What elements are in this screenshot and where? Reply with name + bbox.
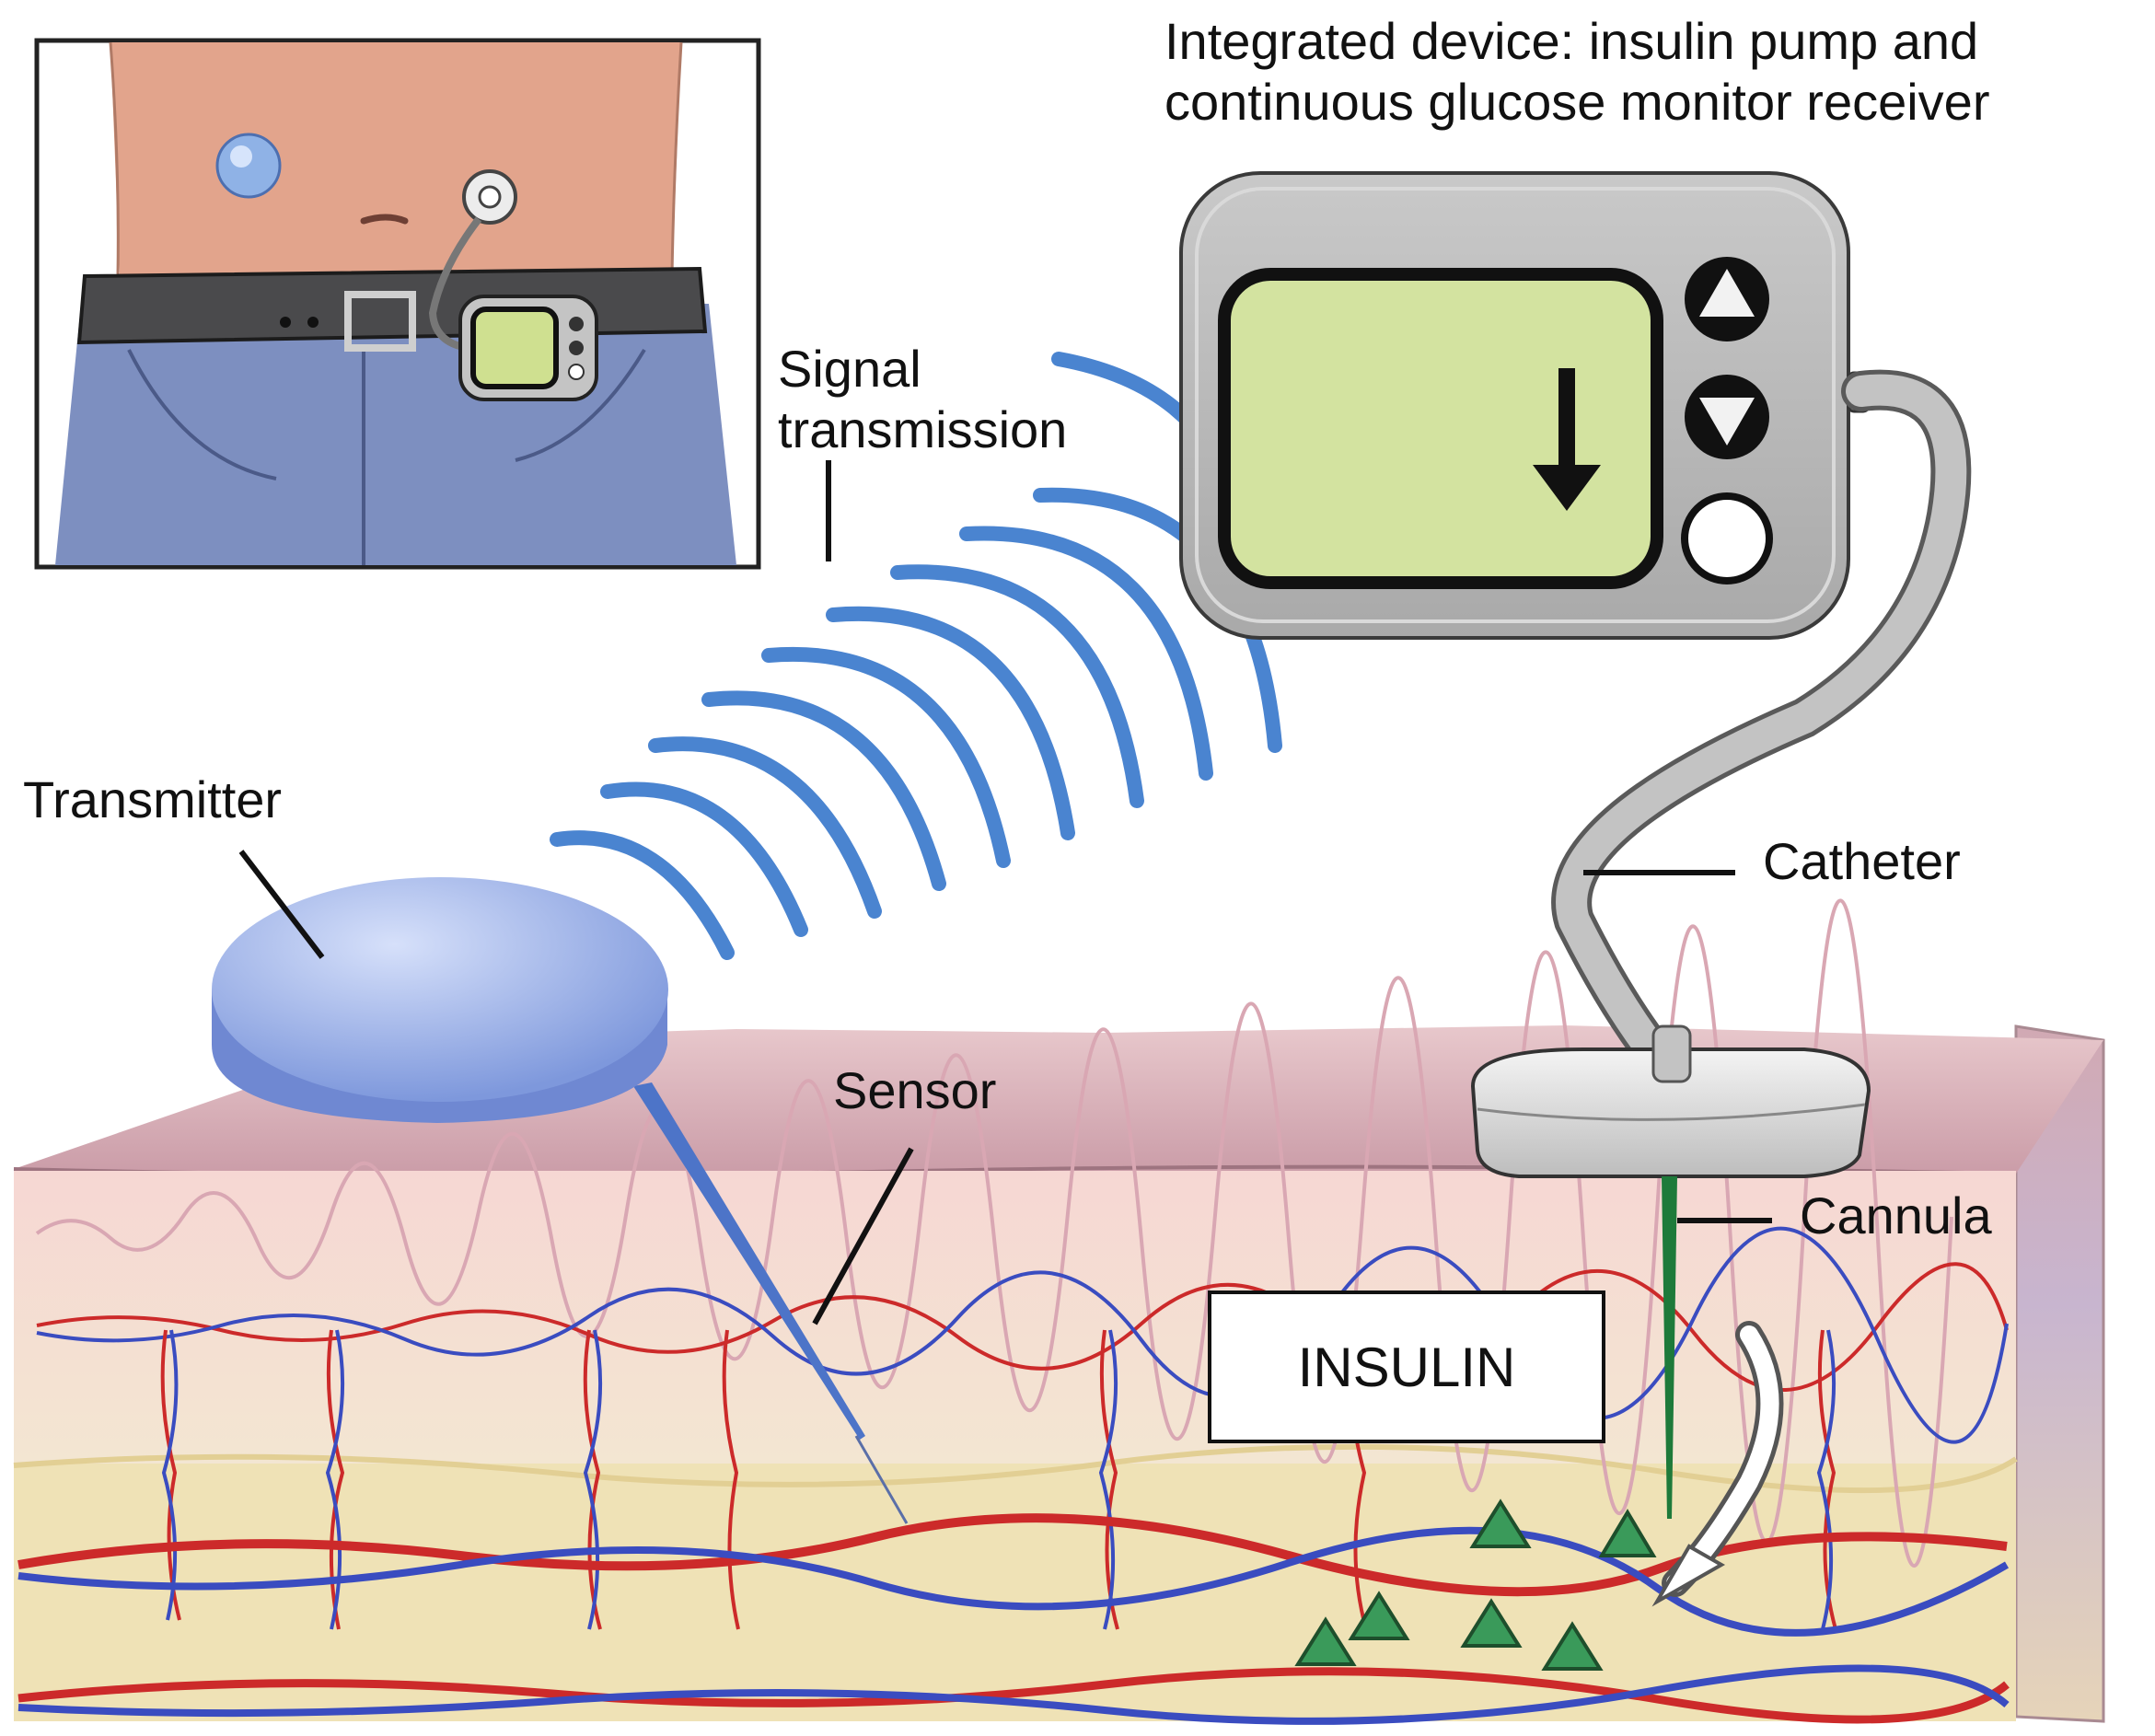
catheter-label: Catheter [1763, 832, 1961, 890]
insulin-pump-device [1179, 171, 1871, 640]
transmitter-device [212, 877, 668, 1123]
insulin-molecule-icon [1469, 1499, 1532, 1548]
signal-waves [550, 352, 1282, 960]
insulin-molecule-icon [1598, 1509, 1657, 1557]
insulin-molecule-icon [1541, 1621, 1604, 1671]
cannula-label: Cannula [1800, 1186, 1992, 1244]
insulin-flow-arrow [1651, 1321, 1784, 1607]
down-button-icon [1685, 375, 1769, 459]
sensor-label: Sensor [833, 1061, 997, 1119]
signal-label-line2: transmission [778, 400, 1068, 458]
signal-label-line1: Signal [778, 340, 921, 398]
up-button-icon [1685, 257, 1769, 341]
down-arrow-icon [1533, 368, 1601, 511]
transmitter-label: Transmitter [23, 770, 283, 828]
transmitter-leader [238, 850, 325, 959]
insulin-label: INSULIN [1297, 1336, 1516, 1398]
cannula [1662, 1176, 1677, 1519]
sensor-wire [633, 1082, 909, 1524]
sensor-leader [812, 1147, 914, 1325]
infusion-set [1470, 1024, 1871, 1178]
round-button-icon [1681, 492, 1773, 584]
insulin-label-box: INSULIN [1208, 1290, 1605, 1443]
insulin-molecule-icon [1294, 1616, 1357, 1666]
wearer-inset [34, 38, 761, 570]
insulin-molecules [1294, 1499, 1657, 1671]
leader-lines [238, 460, 1772, 1325]
catheter-tube [1551, 369, 1972, 1088]
device-title-line1: Integrated device: insulin pump and [1164, 12, 1979, 70]
insulin-molecule-icon [1460, 1598, 1523, 1648]
device-title-line2: continuous glucose monitor receiver [1164, 73, 1990, 131]
skin-cross-section [13, 898, 2105, 1725]
insulin-molecule-icon [1348, 1591, 1410, 1640]
